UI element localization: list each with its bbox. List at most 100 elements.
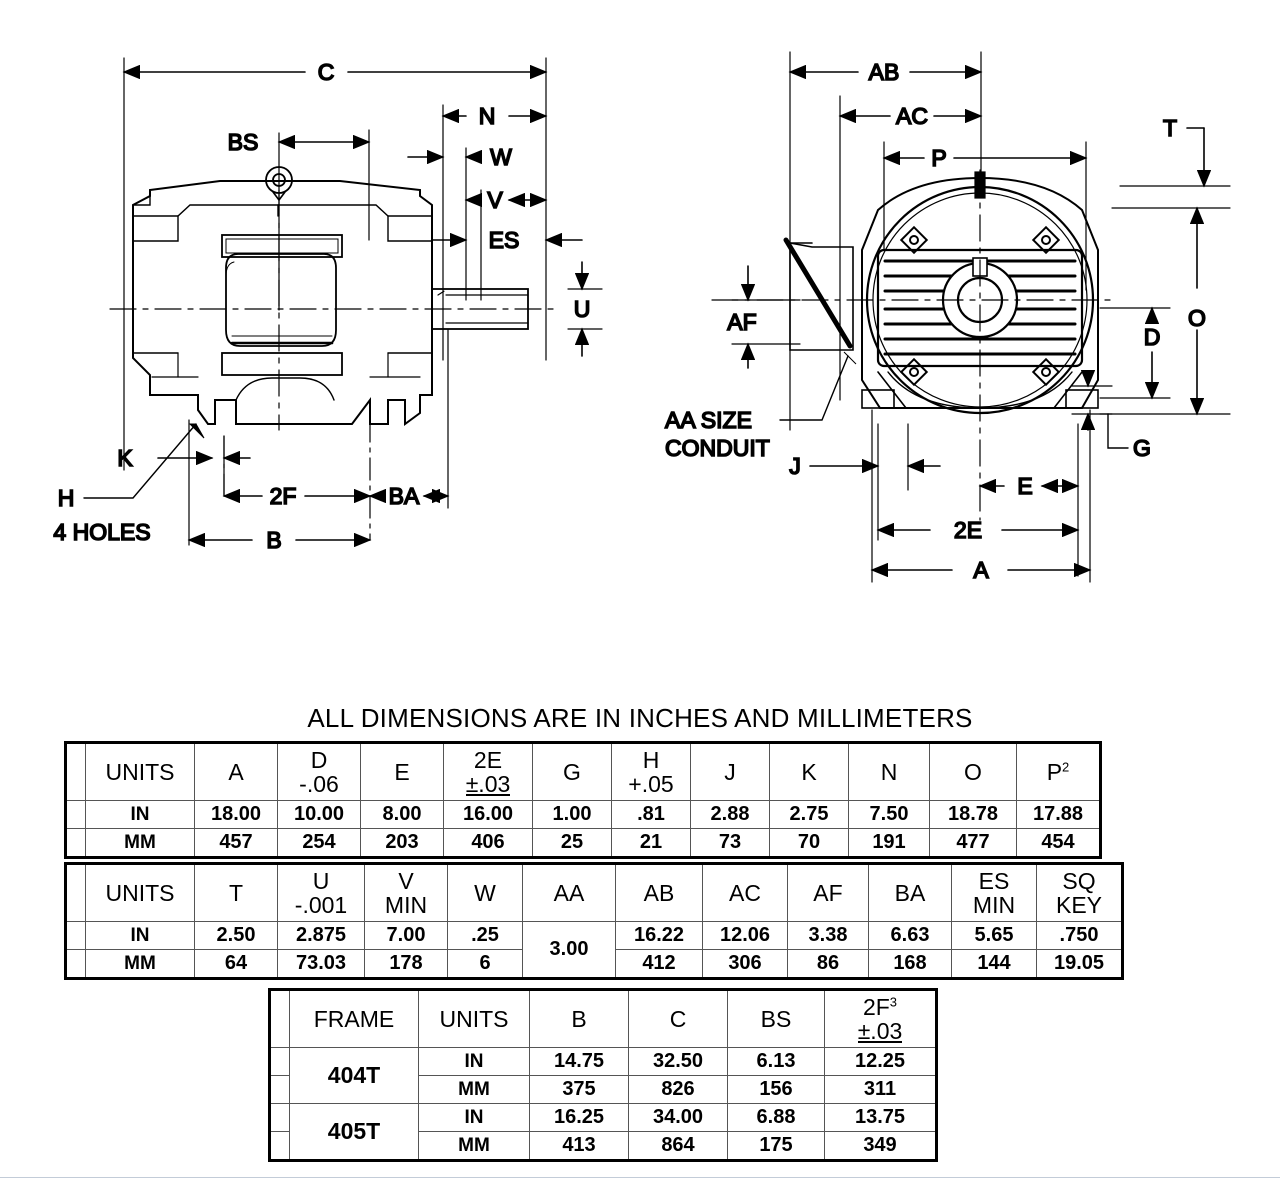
data-cell: 2.88 — [690, 800, 770, 829]
data-cell: 64 — [194, 949, 278, 979]
data-cell: 156 — [727, 1075, 825, 1104]
column-header: C — [628, 989, 728, 1048]
dim-label-h: H — [58, 485, 75, 511]
dim-label-es: ES — [489, 227, 520, 253]
data-cell: 21 — [611, 828, 691, 858]
dim-label-d: D — [1144, 324, 1161, 350]
table-spacer-cell — [269, 1131, 290, 1161]
data-cell: 2.50 — [194, 921, 278, 950]
data-cell: 3.38 — [787, 921, 869, 950]
column-header: BA — [868, 863, 952, 922]
label-conduit-line1: AA SIZE — [665, 407, 752, 433]
data-cell: 406 — [443, 828, 533, 858]
frame-name-cell: 405T — [289, 1103, 419, 1161]
data-cell: 178 — [364, 949, 448, 979]
dim-label-af: AF — [727, 309, 756, 335]
data-cell: 375 — [529, 1075, 629, 1104]
motor-side-elevation: C BS N W V ES — [53, 57, 603, 554]
dim-label-ac: AC — [896, 103, 928, 129]
data-cell: 168 — [868, 949, 952, 979]
data-cell: 34.00 — [628, 1103, 728, 1132]
column-header: 2E±.03 — [443, 742, 533, 801]
column-header: H+.05 — [611, 742, 691, 801]
column-header: W — [447, 863, 523, 922]
dim-label-j: J — [789, 453, 801, 479]
dim-label-v: V — [487, 187, 503, 213]
table-spacer-cell — [269, 1103, 290, 1132]
dim-label-bs: BS — [228, 129, 259, 155]
dim-label-2e: 2E — [954, 517, 982, 543]
dim-label-t: T — [1163, 115, 1177, 141]
column-header: O — [929, 742, 1017, 801]
data-cell: 457 — [194, 828, 278, 858]
data-cell: 10.00 — [277, 800, 361, 829]
data-cell: 86 — [787, 949, 869, 979]
data-cell: 6.63 — [868, 921, 952, 950]
data-cell-aa: 3.00 — [522, 921, 616, 979]
data-cell: 6 — [447, 949, 523, 979]
data-cell: 18.00 — [194, 800, 278, 829]
column-header: U-.001 — [277, 863, 365, 922]
table-spacer-cell — [269, 1075, 290, 1104]
row-units-cell: MM — [418, 1075, 530, 1104]
data-cell: 254 — [277, 828, 361, 858]
dim-label-2f: 2F — [270, 483, 297, 509]
table-spacer-cell — [269, 989, 290, 1048]
data-cell: 16.22 — [615, 921, 703, 950]
data-cell: 73.03 — [277, 949, 365, 979]
motor-end-elevation: AB AC P T O D — [664, 51, 1231, 584]
data-cell: 144 — [951, 949, 1037, 979]
row-units-cell: MM — [418, 1131, 530, 1161]
column-header: AA — [522, 863, 616, 922]
dim-label-o: O — [1188, 305, 1206, 331]
table-spacer-cell — [65, 949, 86, 979]
label-4-holes: 4 HOLES — [53, 519, 150, 545]
column-header: N — [848, 742, 930, 801]
column-header: FRAME — [289, 989, 419, 1048]
column-header: J — [690, 742, 770, 801]
data-cell: 191 — [848, 828, 930, 858]
table-spacer-cell — [269, 1047, 290, 1076]
column-header: AF — [787, 863, 869, 922]
data-cell: 864 — [628, 1131, 728, 1161]
data-cell: 412 — [615, 949, 703, 979]
data-cell: 349 — [824, 1131, 937, 1161]
data-cell: 7.50 — [848, 800, 930, 829]
dim-label-e: E — [1017, 473, 1032, 499]
column-header: AC — [702, 863, 788, 922]
dim-label-k: K — [117, 445, 133, 471]
data-cell: .81 — [611, 800, 691, 829]
data-cell: 306 — [702, 949, 788, 979]
table-spacer-cell — [65, 800, 86, 829]
table-spacer-cell — [65, 742, 86, 801]
column-header: A — [194, 742, 278, 801]
data-cell: 2.75 — [769, 800, 849, 829]
data-cell: 16.00 — [443, 800, 533, 829]
data-cell: 18.78 — [929, 800, 1017, 829]
data-cell: 70 — [769, 828, 849, 858]
data-cell: 454 — [1016, 828, 1101, 858]
frame-name-cell: 404T — [289, 1047, 419, 1104]
dim-label-u: U — [574, 296, 591, 322]
data-cell: 12.25 — [824, 1047, 937, 1076]
data-cell: 13.75 — [824, 1103, 937, 1132]
data-cell: 7.00 — [364, 921, 448, 950]
data-cell: 17.88 — [1016, 800, 1101, 829]
data-cell: 413 — [529, 1131, 629, 1161]
row-units-cell: IN — [85, 800, 195, 829]
